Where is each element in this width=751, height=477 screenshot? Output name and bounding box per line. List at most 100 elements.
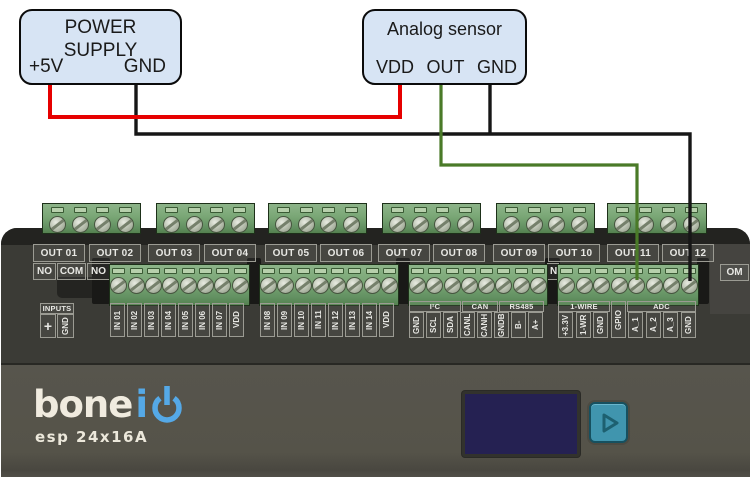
can-header: CAN (462, 301, 498, 312)
power-supply-title-line2: SUPPLY (63, 40, 138, 61)
logo-i-text: i (135, 382, 149, 426)
screw-head (179, 277, 197, 294)
pin-label: A+ (528, 312, 543, 338)
screw-head (525, 216, 543, 233)
terminal-slot (112, 268, 126, 274)
screw-head (320, 216, 338, 233)
terminal-slot (348, 268, 362, 274)
screw-head (411, 216, 429, 233)
terminal-slot (216, 268, 230, 274)
screw-head (610, 277, 628, 294)
pin-label: +3.3V (558, 312, 573, 338)
terminal-screw (363, 268, 381, 294)
terminal-screw (231, 207, 249, 233)
terminal-screw (529, 268, 547, 294)
terminal-slot (630, 268, 644, 274)
analog-sensor-pins: VDD OUT GND (376, 57, 517, 78)
terminal-slot (550, 207, 564, 213)
5v-wire (48, 85, 402, 119)
terminal-slot (531, 268, 545, 274)
terminal-screw (683, 207, 700, 233)
terminal-screw (460, 268, 478, 294)
terminal-slot (313, 268, 327, 274)
terminal-slot (210, 207, 224, 213)
psu-gnd-pin-label: GND (123, 56, 166, 77)
aux-terminal-block (557, 264, 699, 306)
screw-head (144, 277, 162, 294)
terminal-slot (50, 207, 64, 213)
screw-head (274, 216, 292, 233)
terminal-screw (434, 207, 452, 233)
screw-head (260, 277, 278, 294)
terminal-slot (299, 207, 313, 213)
pin-label: IN 10 (294, 303, 309, 337)
terminal-slot (665, 268, 679, 274)
terminal-slot (198, 268, 212, 274)
screw-head (231, 277, 249, 294)
analog-sensor-box: Analog sensor VDD OUT GND (362, 9, 527, 85)
terminal-screw (610, 268, 628, 294)
terminal-screw (231, 268, 249, 294)
terminal-screw (48, 207, 66, 233)
screw-head (162, 277, 180, 294)
screw-head (94, 216, 112, 233)
terminal-slot (164, 268, 178, 274)
pin-label: IN 04 (161, 303, 176, 337)
relay-output-label: OUT 10 (548, 244, 600, 262)
pin-label: IN 07 (212, 303, 227, 337)
device-button (589, 402, 628, 443)
terminal-screw (575, 268, 593, 294)
pin-label: A_3 (663, 312, 678, 338)
screw-head (329, 277, 347, 294)
screw-head (558, 277, 576, 294)
relay-output-label: OUT 09 (493, 244, 545, 262)
pin-label: B- (511, 312, 526, 338)
terminal-slot (146, 268, 160, 274)
input-terminal-block-1 (109, 264, 250, 306)
screw-head (426, 277, 444, 294)
terminal-screw (512, 268, 530, 294)
terminal-slot (119, 207, 133, 213)
board-seam (1, 363, 750, 365)
terminal-screw (71, 207, 89, 233)
terminal-screw (457, 207, 475, 233)
pin-label: IN 13 (345, 303, 360, 337)
terminal-screw (525, 207, 543, 233)
adc-header: ADC (627, 301, 696, 312)
terminal-screw (110, 268, 128, 294)
screw-head (343, 216, 361, 233)
terminal-screw (214, 268, 232, 294)
relay-terminal-block-1 (42, 203, 141, 234)
relay-output-label: OUT 11 (607, 244, 659, 262)
screw-head (637, 216, 654, 233)
pin-label: IN 01 (110, 303, 125, 337)
gpio-label: GPIO (610, 301, 626, 338)
pin-label: IN 03 (144, 303, 159, 337)
terminal-screw (208, 207, 226, 233)
pin-label: IN 11 (311, 303, 326, 337)
relay-output-label: OUT 03 (148, 244, 200, 262)
screw-head (575, 277, 593, 294)
screw-head (294, 277, 312, 294)
pin-label: GND (680, 312, 696, 338)
inputs-gnd-label: GND (57, 314, 74, 338)
analog-sensor-title: Analog sensor (386, 19, 503, 39)
sensor-vdd-pin-label: VDD (376, 57, 415, 77)
screw-head (663, 277, 681, 294)
terminal-slot (662, 207, 675, 213)
pin-label: A_1 (628, 312, 643, 338)
terminal-screw (185, 207, 203, 233)
terminal-slot (639, 207, 652, 213)
screw-head (434, 216, 452, 233)
power-supply-title-line1: POWER (64, 17, 137, 38)
pin-label: IN 06 (195, 303, 210, 337)
relay-contact-label: NO (33, 263, 56, 280)
terminal-screw (277, 268, 295, 294)
screw-head (48, 216, 66, 233)
terminal-slot (560, 268, 574, 274)
terminal-screw (558, 268, 576, 294)
pin-label: SCL (426, 312, 441, 338)
screw-head (628, 277, 646, 294)
screw-head (363, 277, 381, 294)
inputs-plus-label: + (40, 314, 56, 338)
